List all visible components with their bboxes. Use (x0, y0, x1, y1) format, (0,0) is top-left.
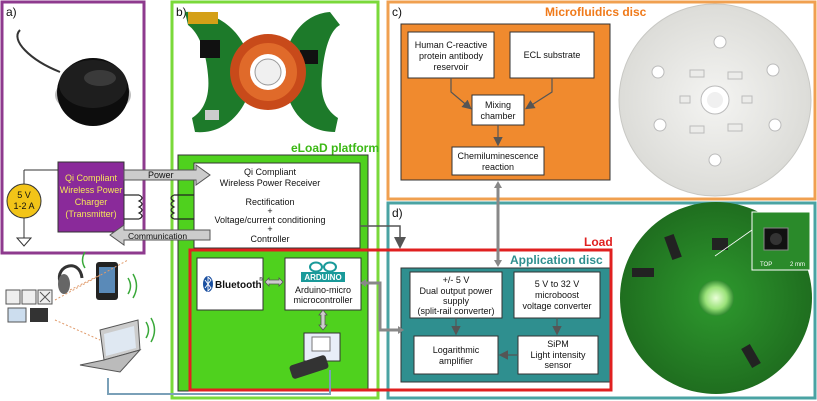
bluetooth-icon (203, 275, 213, 293)
ground-icon (15, 237, 33, 247)
ecl-substrate-box (509, 31, 595, 79)
reservoir-box (407, 31, 495, 79)
panel-c-label: c) (392, 5, 402, 19)
microfluidics-arrows (450, 78, 553, 147)
communication-label: Communication (128, 231, 187, 241)
dual-line-3: supply (443, 296, 470, 306)
reservoir-line-1: Human C-reactive (415, 40, 488, 50)
source-current: 1-2 A (13, 201, 34, 211)
ecl-substrate-label: ECL substrate (524, 50, 581, 60)
panel-a-frame (0, 0, 146, 255)
receiver-line-4: + (267, 206, 272, 216)
panel-d-label: d) (392, 206, 403, 220)
load-frame (188, 248, 613, 392)
reservoir-line-3: reservoir (433, 62, 468, 72)
chemiluminescence-box (451, 146, 545, 176)
dual-line-2: Dual output power (419, 286, 492, 296)
dual-line-1: +/- 5 V (443, 275, 470, 285)
mixing-line-1: Mixing (485, 100, 511, 110)
coil-icon (124, 194, 194, 220)
source-voltage: 5 V (17, 190, 31, 200)
arduino-logo: ARDUINO (304, 273, 341, 282)
panel-d-frame (386, 201, 817, 400)
eload-platform-title: eLoaD platform (291, 141, 379, 155)
sipm-line-1: SiPM (547, 339, 569, 349)
boost-line-3: voltage converter (522, 301, 591, 311)
receiver-line-2: Wireless Power Receiver (220, 178, 321, 188)
mixing-chamber-box (471, 94, 525, 126)
charger-label-1: Qi Compliant (65, 173, 118, 183)
charger-label-4: (Transmitter) (65, 209, 116, 219)
panel-b-label: b) (176, 5, 187, 19)
arduino-logo-icon (301, 261, 345, 282)
laptop-icon (79, 319, 142, 373)
load-title: Load (584, 235, 613, 249)
receiver-line-7: Controller (250, 234, 289, 244)
chemi-line-2: reaction (482, 162, 514, 172)
bluetooth-mark: ® (259, 276, 263, 283)
charger-label-3: Charger (75, 197, 108, 207)
arduino-line-2: microcontroller (293, 295, 352, 305)
bluetooth-arduino-link (264, 277, 284, 287)
panel-c-frame (386, 0, 817, 201)
boost-converter-box (513, 271, 601, 319)
panel-a-label: a) (6, 5, 17, 19)
application-disc-title: Application disc (510, 253, 603, 267)
system-links (107, 181, 502, 395)
dual-supply-box (409, 271, 503, 319)
sipm-line-3: sensor (544, 360, 571, 370)
charger-label-2: Wireless Power (60, 185, 123, 195)
handheld-device-icon (289, 332, 341, 379)
charger-box (57, 161, 125, 233)
sipm-line-2: Light intensity (530, 350, 586, 360)
pcb-scale-label: 2 mm (790, 262, 805, 268)
power-arrow: Power (123, 164, 211, 186)
reservoir-line-2: protein antibody (419, 51, 484, 61)
charger-pad-photo (16, 29, 131, 126)
microfluidics-disc-photo (618, 3, 812, 197)
communication-arrow: Communication (109, 224, 211, 246)
power-label: Power (148, 170, 174, 180)
receiver-line-6: + (267, 224, 272, 234)
boost-line-2: microboost (535, 290, 580, 300)
mixing-line-2: chamber (480, 111, 515, 121)
dual-line-4: (split-rail converter) (417, 306, 494, 316)
application-arrows (451, 318, 562, 360)
receiver-line-3: Rectification (245, 197, 294, 207)
chemi-line-1: Chemiluminescence (457, 151, 538, 161)
log-line-1: Logarithmic (433, 345, 480, 355)
sipm-box (517, 335, 599, 375)
arduino-box (284, 257, 362, 311)
arduino-line-1: Arduino-micro (295, 285, 351, 295)
mobile-devices-cluster (5, 251, 156, 373)
boost-line-1: 5 V to 32 V (535, 279, 580, 289)
arduino-device-link (318, 309, 328, 331)
microfluidics-disc-title: Microfluidics disc (545, 5, 647, 19)
bluetooth-logo: Bluetooth (215, 280, 262, 291)
receiver-line-1: Qi Compliant (244, 167, 297, 177)
pcb-top-label: TOP (760, 262, 772, 268)
application-pcb-photo: TOP 2 mm (620, 202, 812, 394)
eload-pcb-photo (185, 11, 340, 133)
receiver-line-5: Voltage/current conditioning (214, 215, 325, 225)
log-line-2: amplifier (439, 356, 473, 366)
receiver-box (193, 162, 361, 249)
log-amplifier-box (413, 335, 499, 375)
